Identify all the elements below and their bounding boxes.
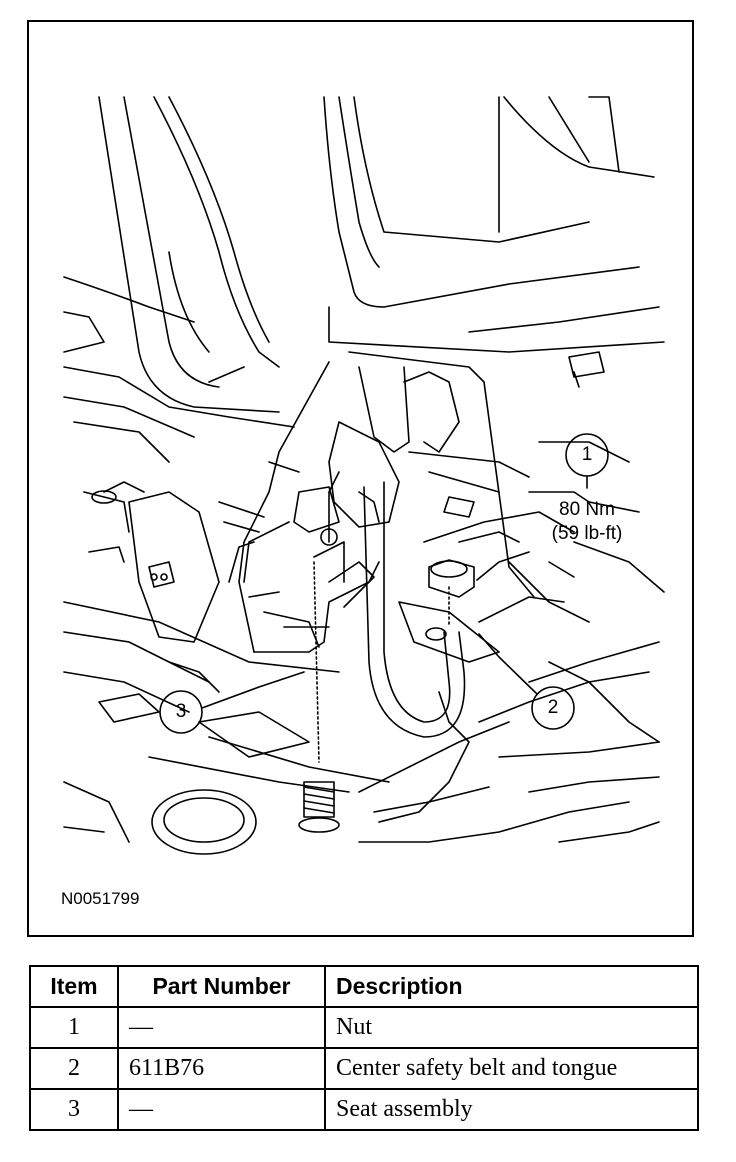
figure-id: N0051799 bbox=[61, 889, 140, 908]
parts-table-header-row: Item Part Number Description bbox=[29, 965, 699, 1008]
callout-3-number: 3 bbox=[175, 701, 187, 722]
callout-3-marker bbox=[159, 671, 305, 734]
row-part-number: 611B76 bbox=[117, 1047, 326, 1090]
seat-installation-illustration bbox=[29, 22, 692, 935]
torque-spec-imperial: (59 lb-ft) bbox=[551, 523, 623, 544]
figure-frame: 1 2 3 80 Nm (59 lb-ft) N0051799 bbox=[27, 20, 694, 937]
floor-pan-drawing bbox=[63, 441, 665, 855]
row-part-number: — bbox=[117, 1006, 326, 1049]
row-item: 1 bbox=[29, 1006, 119, 1049]
callout-1-marker bbox=[476, 433, 609, 581]
row-description: Seat assembly bbox=[324, 1088, 699, 1131]
nut-drawing bbox=[428, 559, 475, 628]
header-part-number: Part Number bbox=[117, 965, 326, 1008]
callout-2-number: 2 bbox=[547, 697, 559, 718]
table-row: 3 — Seat assembly bbox=[29, 1088, 699, 1131]
seat-bracket-drawing bbox=[83, 351, 590, 738]
table-row: 2 611B76 Center safety belt and tongue bbox=[29, 1047, 699, 1090]
header-description: Description bbox=[324, 965, 699, 1008]
row-item: 3 bbox=[29, 1088, 119, 1131]
row-item: 2 bbox=[29, 1047, 119, 1090]
parts-table: Item Part Number Description 1 — Nut 2 6… bbox=[29, 965, 699, 1131]
callout-1-number: 1 bbox=[581, 444, 593, 465]
seat-back-drawing bbox=[63, 96, 665, 463]
header-item: Item bbox=[29, 965, 119, 1008]
row-part-number: — bbox=[117, 1088, 326, 1131]
table-row: 1 — Nut bbox=[29, 1006, 699, 1049]
stud-drawing bbox=[298, 528, 340, 833]
row-description: Center safety belt and tongue bbox=[324, 1047, 699, 1090]
torque-spec-metric: 80 Nm bbox=[559, 499, 615, 520]
callout-2-marker bbox=[478, 633, 575, 730]
row-description: Nut bbox=[324, 1006, 699, 1049]
